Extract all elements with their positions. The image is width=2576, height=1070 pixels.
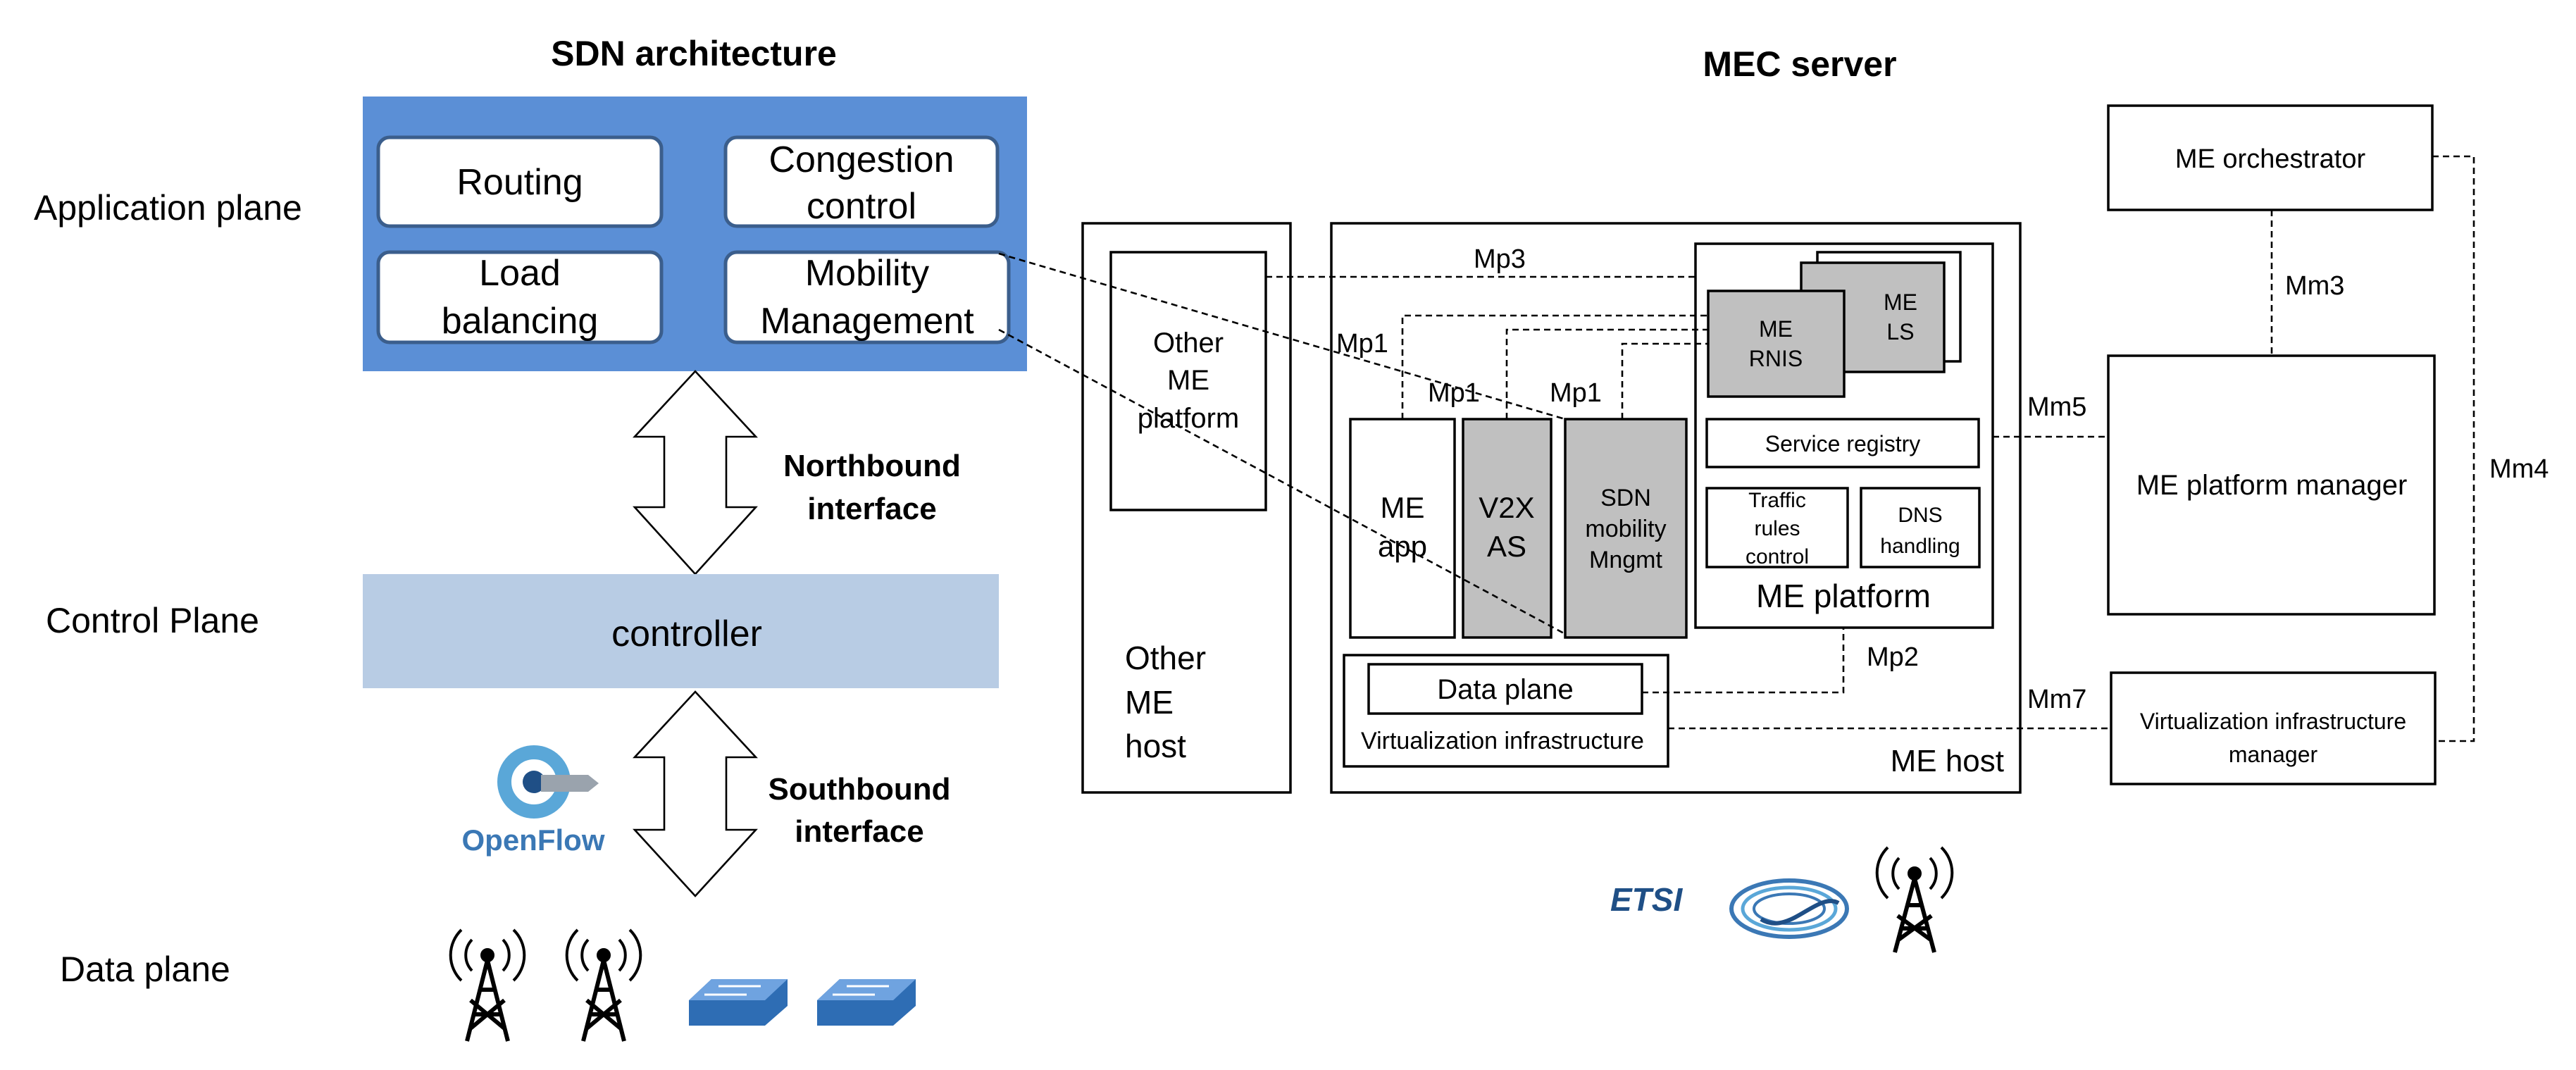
mobility-label-line2: Management: [760, 301, 974, 342]
v2x-line1: V2X: [1479, 491, 1534, 524]
traffic-line3: control: [1746, 545, 1809, 568]
virt-infra-label: Virtualization infrastructure: [1361, 728, 1644, 754]
antenna-tower-icon: [565, 928, 642, 1042]
etsi-logo: ETSI: [1610, 878, 1849, 939]
me-platform-manager-box: [2107, 354, 2436, 616]
traffic-line2: rules: [1754, 517, 1800, 540]
ls-line1: ME: [1884, 290, 1917, 315]
data-plane-label: Data plane: [60, 950, 230, 989]
mm4-label: Mm4: [2489, 454, 2549, 484]
vim-line1: Virtualization infrastructure: [2140, 709, 2406, 734]
data-plane-box-label: Data plane: [1437, 674, 1573, 705]
mp1-sdn-link: [1621, 342, 1708, 419]
me-app-line1: ME: [1381, 491, 1425, 524]
mm5-label: Mm5: [2027, 392, 2086, 422]
service-registry-box: [1705, 418, 1980, 468]
sdn-title: SDN architecture: [551, 34, 837, 73]
mm7-label: Mm7: [2027, 685, 2086, 714]
me-platform-label: ME platform: [1756, 578, 1931, 614]
data-plane-box: [1367, 663, 1643, 715]
dns-line2: handling: [1880, 535, 1960, 558]
other-me-platform-box: [1109, 251, 1267, 511]
mp1-label-b: Mp1: [1428, 378, 1480, 408]
me-host-label: ME host: [1891, 744, 2004, 778]
controller-label: controller: [611, 614, 762, 654]
v2x-as-box: [1462, 418, 1553, 639]
network-switch-icon: [689, 979, 788, 1026]
mp1-me-app-link: [1401, 314, 1708, 419]
dns-handling-box: [1860, 487, 1981, 568]
mec-title: MEC server: [1703, 44, 1896, 84]
rnis-line1: ME: [1759, 316, 1793, 342]
other-platform-line2: ME: [1167, 365, 1209, 396]
antenna-tower-icon: [449, 928, 526, 1042]
me-rnis-box: [1707, 290, 1846, 398]
mobility-management-app-box: Mobility Management: [723, 250, 1011, 344]
other-host-line1: Other: [1125, 640, 1206, 676]
rnis-line2: RNIS: [1749, 346, 1803, 371]
mm3-label: Mm3: [2285, 271, 2344, 301]
dns-line1: DNS: [1898, 504, 1942, 527]
routing-app-box: Routing: [376, 135, 664, 228]
ls-line2: LS: [1886, 319, 1914, 344]
vim-line2: manager: [2229, 742, 2318, 767]
other-host-line2: ME: [1125, 684, 1174, 721]
mp1-v2x-link: [1505, 328, 1708, 419]
traffic-line1: Traffic: [1748, 489, 1806, 512]
service-registry-label: Service registry: [1765, 431, 1921, 456]
mobility-to-sdn-link-2: [998, 328, 1566, 635]
mp1-label-a: Mp1: [1336, 329, 1388, 359]
control-plane-label: Control Plane: [46, 601, 259, 640]
other-platform-line1: Other: [1153, 328, 1224, 359]
openflow-logo: OpenFlow: [462, 745, 605, 857]
antenna-tower-icon: [1875, 846, 1954, 953]
other-platform-line3: platform: [1138, 403, 1240, 434]
sdn-mobility-mngmt-box: [1564, 418, 1688, 639]
other-host-line3: host: [1125, 728, 1186, 764]
network-switch-icon: [817, 979, 916, 1026]
controller-block: [363, 574, 999, 688]
congestion-label-line1: Congestion: [769, 139, 954, 180]
northbound-arrow: [633, 370, 758, 576]
application-plane-label: Application plane: [34, 188, 302, 228]
routing-label: Routing: [456, 162, 583, 203]
southbound-arrow: [633, 690, 758, 897]
mobility-to-sdn-link: [998, 252, 1566, 421]
mp2-link: [1642, 628, 1845, 694]
v2x-line2: AS: [1487, 530, 1526, 563]
congestion-control-app-box: Congestion control: [723, 135, 1000, 228]
northbound-label-line2: interface: [807, 492, 936, 526]
me-app-box: [1349, 418, 1456, 639]
northbound-label-line1: Northbound: [783, 449, 961, 483]
sdn-mob-line2: mobility: [1585, 516, 1666, 542]
congestion-label-line2: control: [807, 186, 916, 227]
mm4-link: [2432, 155, 2475, 742]
mobility-label-line1: Mobility: [805, 253, 929, 294]
sdn-mob-line1: SDN: [1600, 485, 1651, 511]
traffic-rules-box: [1705, 487, 1849, 568]
southbound-label-line2: interface: [795, 814, 923, 849]
vim-box: [2110, 671, 2437, 785]
etsi-logo-text: ETSI: [1610, 881, 1683, 918]
southbound-label-line1: Southbound: [768, 772, 950, 807]
openflow-logo-text: OpenFlow: [462, 823, 605, 857]
load-label-line2: balancing: [442, 301, 599, 342]
me-orchestrator-box: [2107, 104, 2434, 211]
mp2-label: Mp2: [1867, 642, 1919, 672]
load-label-line1: Load: [479, 253, 561, 294]
load-balancing-app-box: Load balancing: [376, 250, 664, 344]
mp3-label: Mp3: [1474, 244, 1526, 274]
platform-manager-label: ME platform manager: [2136, 470, 2408, 501]
sdn-mob-line3: Mngmt: [1589, 547, 1662, 573]
mp1-label-c: Mp1: [1550, 378, 1602, 408]
orchestrator-label: ME orchestrator: [2175, 144, 2366, 174]
